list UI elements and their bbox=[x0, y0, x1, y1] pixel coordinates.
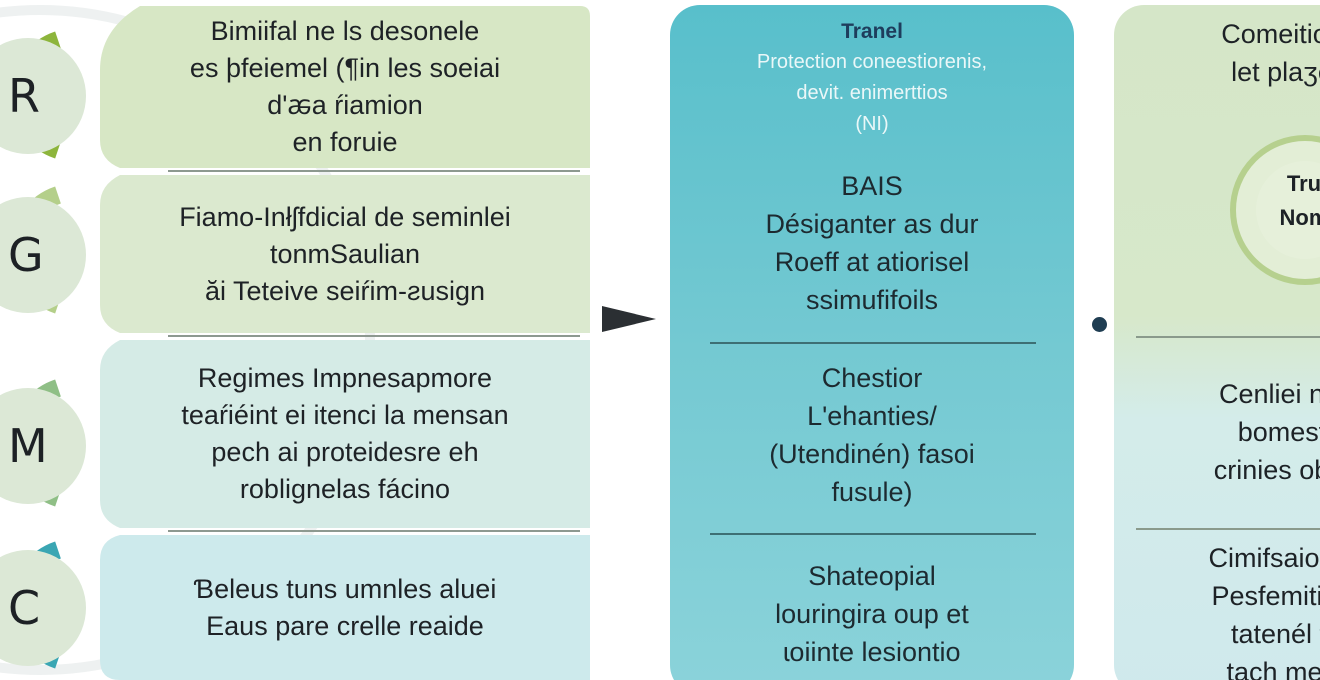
letter-r: R bbox=[8, 69, 40, 123]
left-separator-2 bbox=[168, 335, 580, 337]
right-section-1-line-1: Cenliei n c bbox=[1218, 379, 1320, 409]
letter-badge-r: R bbox=[0, 38, 86, 154]
letter-m: M bbox=[8, 419, 48, 473]
left-separator-3 bbox=[168, 530, 580, 532]
left-row-m: M Regimes Impnesapmore teaŕiéint ei iten… bbox=[0, 340, 590, 528]
middle-section-2: Chestior L'ehanties/ (Utendinén) fasoi f… bbox=[670, 359, 1074, 511]
middle-header: Tranel Protection coneestiorenis, devit.… bbox=[670, 17, 1074, 140]
middle-section-2-line-2: L'ehanties/ bbox=[807, 401, 937, 431]
left-row-g-text: Fiamo-Inłʃfdicial de seminlei tonmSaulia… bbox=[110, 175, 580, 333]
middle-separator-1 bbox=[710, 342, 1036, 344]
left-separator-1 bbox=[168, 170, 580, 172]
right-badge-text: Tru Nom bbox=[1244, 167, 1320, 235]
middle-subtitle-line-1: Protection coneestiorenis, bbox=[756, 51, 988, 73]
letter-c: C bbox=[8, 581, 41, 635]
right-separator-1 bbox=[1136, 336, 1320, 338]
left-row-c: C Ɓeleus tuns umnles aluei Eaus pare cre… bbox=[0, 535, 590, 680]
left-row-c-line-1: Ɓeleus tuns umnles aluei bbox=[193, 573, 497, 604]
middle-subtitle-line-3: (NI) bbox=[855, 113, 889, 135]
left-row-m-text: Regimes Impnesapmore teaŕiéint ei itenci… bbox=[110, 340, 580, 528]
right-section-2-line-3: tatenél ti bbox=[1230, 619, 1320, 649]
left-row-r-line-3: d'ꬱa ŕiamion bbox=[267, 90, 423, 120]
left-row-r: R Bimiifal ne ls desonele es þfeiemel (¶… bbox=[0, 6, 590, 168]
right-section-2-line-4: tach med bbox=[1226, 657, 1320, 680]
right-header: Comeition let plaʒe bbox=[1162, 15, 1320, 91]
middle-section-3-line-3: ɩoiinte lesiontio bbox=[783, 637, 961, 667]
middle-section-3: Shateopial louringira oup et ɩoiinte les… bbox=[670, 557, 1074, 671]
right-separator-2 bbox=[1136, 528, 1320, 530]
left-row-c-text: Ɓeleus tuns umnles aluei Eaus pare crell… bbox=[110, 535, 580, 680]
left-row-g: G Fiamo-Inłʃfdicial de seminlei tonmSaul… bbox=[0, 175, 590, 333]
right-section-1-line-3: crinies obig bbox=[1213, 455, 1320, 485]
middle-section-3-line-2: louringira oup et bbox=[775, 599, 969, 629]
connector-dot bbox=[1092, 317, 1107, 332]
right-section-2: Cimifsaion c Pesfemition tatenél ti tach… bbox=[1162, 539, 1320, 680]
middle-section-2-line-1: Chestior bbox=[821, 363, 923, 393]
left-row-r-line-2: es þfeiemel (¶in les soeiai bbox=[189, 53, 501, 83]
middle-section-2-line-4: fusule) bbox=[831, 477, 913, 507]
left-row-g-line-1: Fiamo-Inłʃfdicial de seminlei bbox=[179, 201, 511, 232]
middle-section-1-line-2: Désiganter as dur bbox=[765, 209, 979, 239]
letter-badge-c: C bbox=[0, 550, 86, 666]
left-row-r-line-4: en foruie bbox=[292, 127, 398, 157]
left-row-m-line-1: Regimes Impnesapmore bbox=[197, 363, 493, 393]
left-row-m-line-3: pech ai proteidesre eh bbox=[211, 437, 479, 467]
left-row-r-line-1: Bimiifal ne ls desonele bbox=[210, 16, 480, 46]
middle-section-1: BAIS Désiganter as dur Roeff at atiorise… bbox=[670, 167, 1074, 319]
right-card: Comeition let plaʒe Tru Nom Cenliei n c … bbox=[1114, 5, 1320, 680]
left-row-g-line-2: tonmSaulian bbox=[269, 238, 421, 269]
middle-section-1-line-3: Roeff at atiorisel bbox=[774, 247, 970, 277]
middle-card: Tranel Protection coneestiorenis, devit.… bbox=[670, 5, 1074, 680]
right-section-2-line-1: Cimifsaion c bbox=[1208, 543, 1320, 573]
middle-separator-2 bbox=[710, 533, 1036, 535]
left-row-r-text: Bimiifal ne ls desonele es þfeiemel (¶in… bbox=[110, 6, 580, 168]
right-section-1-line-2: bomest bbox=[1237, 417, 1320, 447]
right-section-1: Cenliei n c bomest crinies obig bbox=[1162, 375, 1320, 489]
left-column: R Bimiifal ne ls desonele es þfeiemel (¶… bbox=[0, 0, 590, 680]
middle-section-2-line-3: (Utendinén) fasoi bbox=[769, 439, 975, 469]
left-row-g-line-3: ăi Teteive seiŕim-ƨusign bbox=[204, 275, 486, 306]
right-badge-line-2: Nom bbox=[1279, 205, 1320, 230]
middle-section-3-line-1: Shateopial bbox=[808, 561, 936, 591]
middle-subtitle-line-2: devit. enimerttios bbox=[796, 82, 948, 104]
arrow-right-icon bbox=[602, 306, 656, 332]
right-header-line-1: Comeition bbox=[1221, 19, 1320, 49]
left-row-m-line-2: teaŕiéint ei itenci la mensan bbox=[181, 400, 509, 430]
letter-g: G bbox=[8, 228, 44, 282]
right-header-line-2: let plaʒe bbox=[1231, 57, 1320, 87]
letter-badge-m: M bbox=[0, 388, 86, 504]
left-row-c-line-2: Eaus pare crelle reaide bbox=[206, 610, 484, 641]
middle-title: Tranel bbox=[841, 20, 903, 43]
middle-section-1-line-1: BAIS bbox=[841, 171, 903, 201]
right-section-2-line-2: Pesfemition bbox=[1211, 581, 1320, 611]
letter-badge-g: G bbox=[0, 197, 86, 313]
left-row-m-line-4: roblignelas fácino bbox=[239, 474, 451, 504]
right-badge-line-1: Tru bbox=[1286, 171, 1320, 196]
middle-section-1-line-4: ssimufifoils bbox=[805, 285, 939, 315]
